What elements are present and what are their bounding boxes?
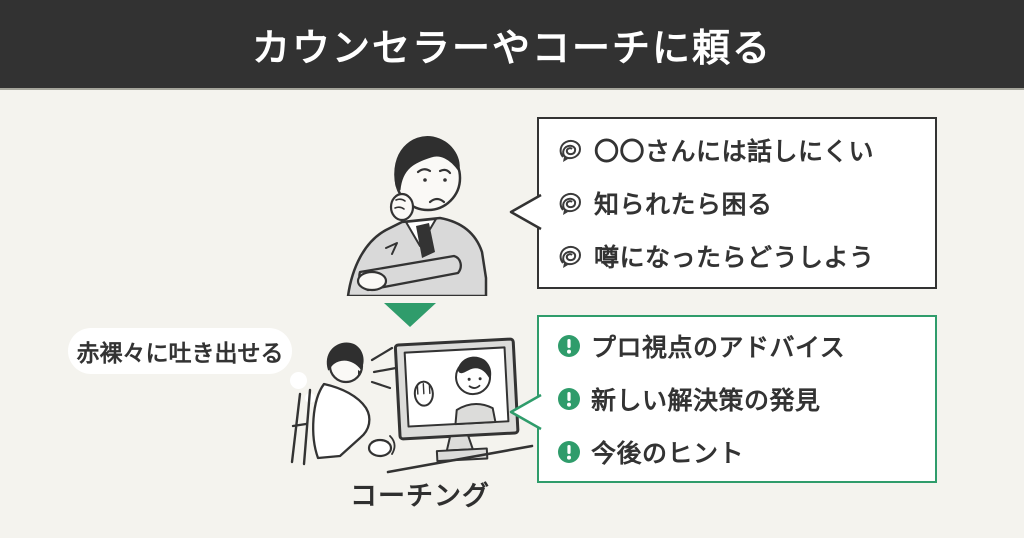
worried-man-illustration bbox=[346, 135, 488, 296]
thought-dot bbox=[290, 372, 307, 389]
worry-item: 知られたら困る bbox=[557, 185, 927, 221]
tangle-icon bbox=[557, 243, 584, 270]
worry-item: 〇〇さんには話しにくい bbox=[557, 132, 927, 168]
worry-item-label: 〇〇さんには話しにくい bbox=[594, 138, 875, 166]
header: カウンセラーやコーチに頼る bbox=[0, 0, 1024, 90]
down-arrow-icon bbox=[384, 303, 436, 327]
worry-bubble: 〇〇さんには話しにくい 知られたら困る 噂になったらどうしよう bbox=[537, 117, 937, 289]
benefit-item-label: 今後のヒント bbox=[591, 440, 745, 468]
benefit-bubble-tail bbox=[509, 393, 542, 431]
exclamation-icon bbox=[557, 334, 581, 358]
benefit-item: プロ視点のアドバイス bbox=[557, 328, 927, 364]
coaching-caption: コーチング bbox=[350, 481, 490, 511]
worry-bubble-tail bbox=[509, 193, 542, 231]
worry-item-label: 噂になったらどうしよう bbox=[594, 244, 875, 272]
benefit-item-label: 新しい解決策の発見 bbox=[591, 387, 821, 415]
tangle-icon bbox=[557, 190, 584, 217]
page-title: カウンセラーやコーチに頼る bbox=[251, 27, 772, 70]
exclamation-icon bbox=[557, 440, 581, 464]
tangle-icon bbox=[557, 137, 584, 164]
worry-item: 噂になったらどうしよう bbox=[557, 238, 927, 274]
benefit-item: 新しい解決策の発見 bbox=[557, 381, 927, 417]
exclamation-icon bbox=[557, 387, 581, 411]
thought-bubble: 赤裸々に吐き出せる bbox=[68, 328, 292, 374]
benefit-item: 今後のヒント bbox=[557, 434, 927, 470]
benefit-item-label: プロ視点のアドバイス bbox=[591, 334, 846, 362]
worry-item-label: 知られたら困る bbox=[594, 191, 773, 219]
benefit-bubble: プロ視点のアドバイス 新しい解決策の発見 今後のヒント bbox=[537, 315, 937, 483]
coaching-scene-illustration bbox=[290, 337, 534, 474]
thought-bubble-label: 赤裸々に吐き出せる bbox=[76, 340, 284, 366]
